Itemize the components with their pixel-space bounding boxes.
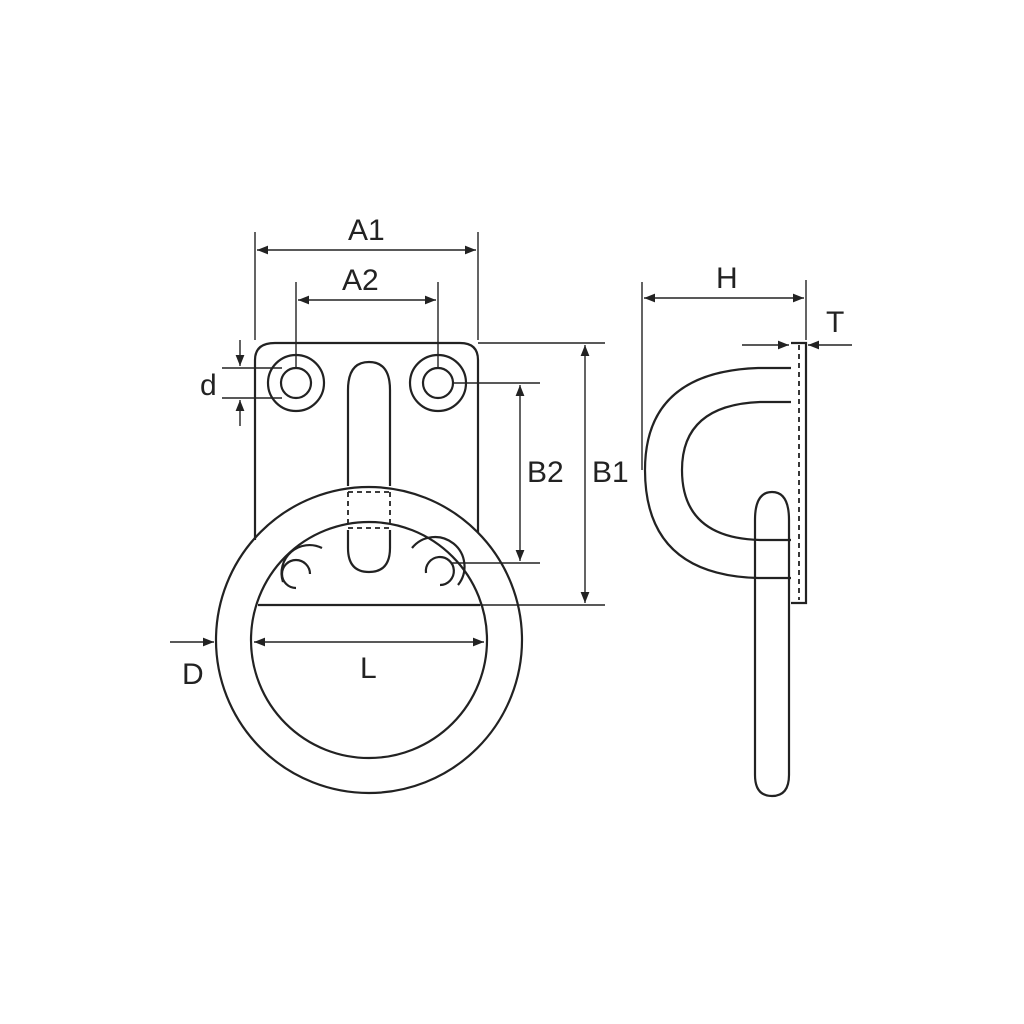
- label-a2: A2: [342, 264, 379, 297]
- hole-bottom-left: [280, 543, 323, 590]
- ring-outer: [214, 485, 524, 795]
- side-staple-outer: [643, 366, 791, 580]
- label-l: L: [360, 652, 377, 685]
- front-view: [214, 341, 524, 795]
- base-plate: [253, 341, 480, 540]
- label-d: d: [200, 369, 217, 402]
- label-b1: B1: [592, 456, 629, 489]
- label-b2: B2: [527, 456, 564, 489]
- hole-top-right-inner: [421, 366, 455, 400]
- side-ring: [753, 490, 791, 798]
- staple-slot: [346, 360, 392, 486]
- hole-bottom-right: [411, 535, 466, 587]
- side-plate: [791, 341, 808, 605]
- side-dimensions: H T: [641, 262, 852, 470]
- label-t: T: [826, 306, 844, 339]
- hole-top-left-inner: [279, 366, 313, 400]
- label-h: H: [716, 262, 738, 295]
- side-view: [643, 341, 808, 798]
- front-dimensions: A1 A2 d B1 B2 L D: [170, 214, 629, 691]
- label-D: D: [182, 658, 204, 691]
- staple-slot-lower: [346, 530, 392, 574]
- ring-inner: [249, 520, 489, 760]
- label-a1: A1: [348, 214, 385, 247]
- side-staple-inner: [680, 400, 791, 542]
